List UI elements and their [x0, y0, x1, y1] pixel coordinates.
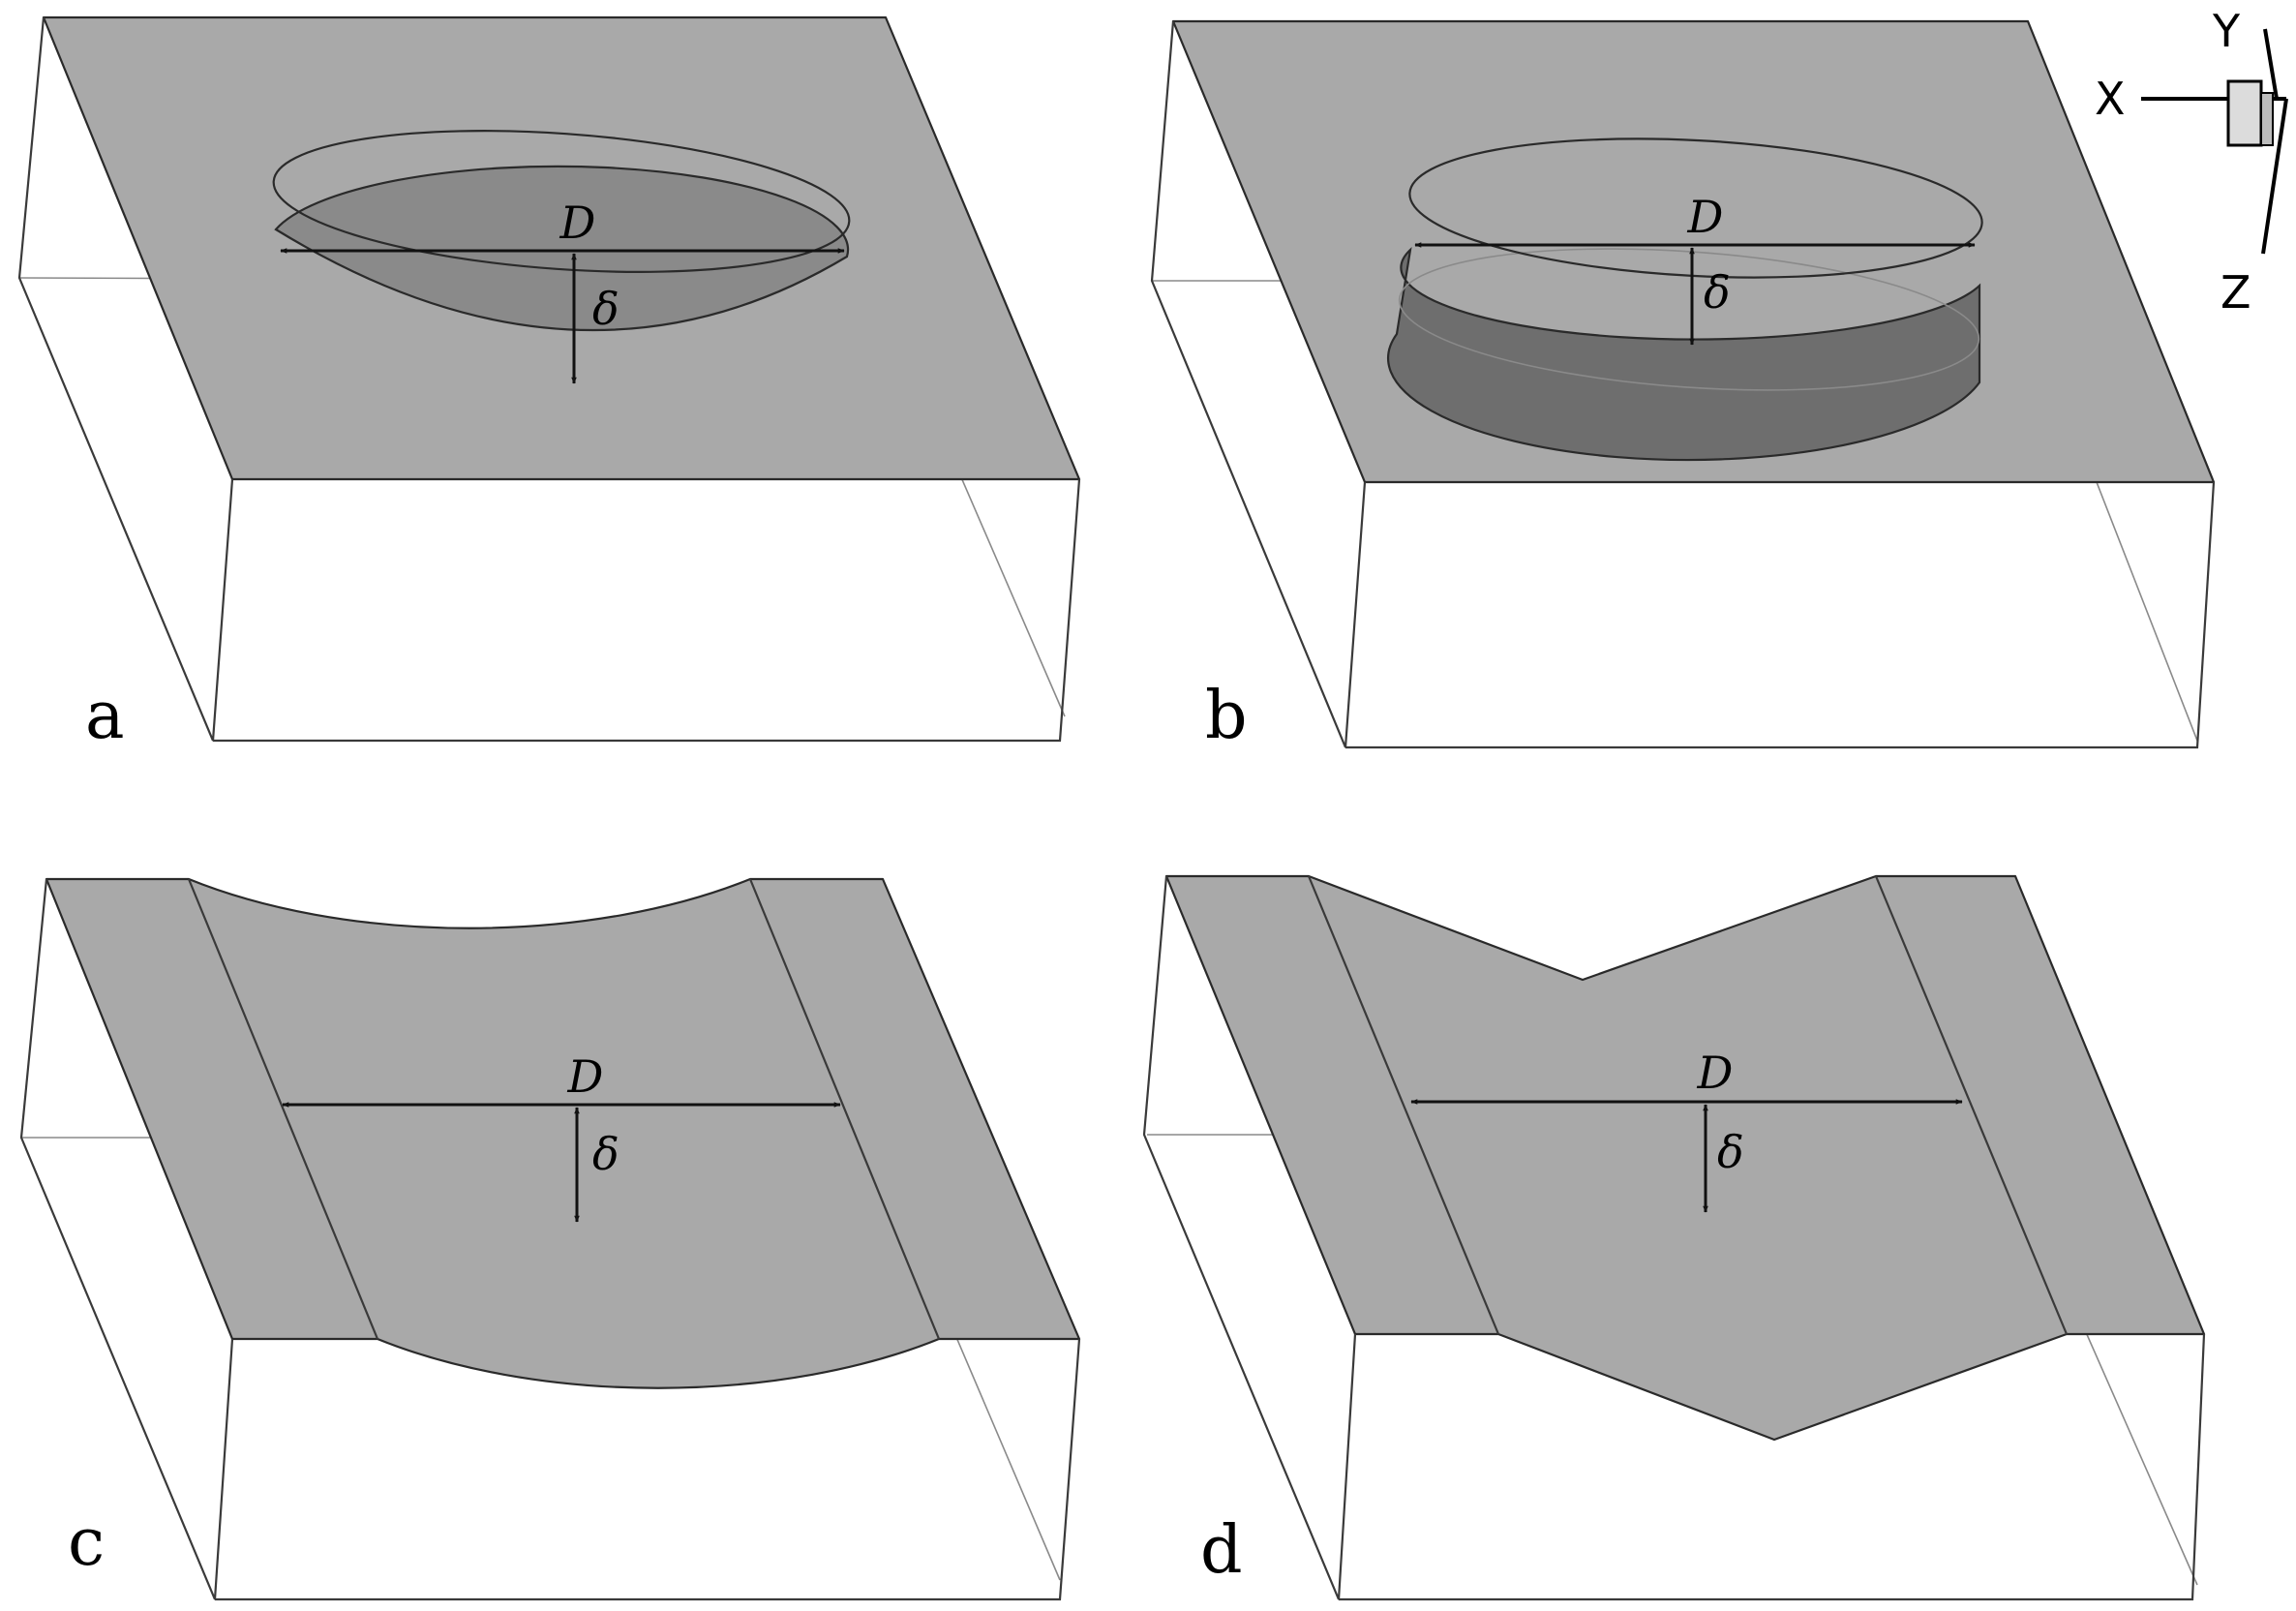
y-axis-line: [2263, 28, 2279, 100]
axis-cube-side: [2260, 92, 2274, 146]
d-symbol: D: [559, 197, 596, 249]
panel-label-a: a: [85, 678, 125, 754]
panel-label-c: c: [68, 1505, 105, 1581]
panel-a: D δ a: [17, 15, 1081, 754]
panel-c: D δ c: [19, 877, 1081, 1601]
axis-triad: X Y Z: [2095, 5, 2288, 319]
delta-symbol: δ: [1717, 1126, 1744, 1178]
x-axis-label: X: [2095, 73, 2126, 125]
delta-symbol: δ: [1704, 266, 1731, 319]
panel-label-b: b: [1205, 678, 1248, 754]
d-symbol: D: [567, 1050, 604, 1103]
channel-shoulder-lines: [187, 878, 941, 1340]
z-axis-label: Z: [2220, 266, 2251, 319]
box-front-edges: [1150, 20, 2216, 749]
box-front-edges: [17, 16, 1081, 743]
well-wall: [1387, 246, 1981, 462]
d-symbol: D: [1697, 1047, 1734, 1099]
top-face: [1164, 874, 2206, 1442]
d-symbol: D: [1687, 191, 1724, 243]
box-front-edges: [19, 878, 1081, 1601]
panel-label-d: d: [1200, 1512, 1243, 1589]
y-axis-label: Y: [2212, 5, 2241, 57]
panel-b: D δ b: [1150, 19, 2216, 754]
dimple-rim: [272, 130, 851, 273]
box-front-edges: [1142, 875, 2206, 1601]
groove-shoulder-lines: [1307, 875, 2069, 1335]
axis-cube-icon: [2226, 79, 2263, 147]
z-axis-line: [2261, 98, 2288, 255]
panel-d: D δ d: [1142, 874, 2206, 1601]
delta-symbol: δ: [592, 283, 619, 335]
top-face: [45, 877, 1081, 1389]
delta-symbol: δ: [592, 1128, 619, 1180]
